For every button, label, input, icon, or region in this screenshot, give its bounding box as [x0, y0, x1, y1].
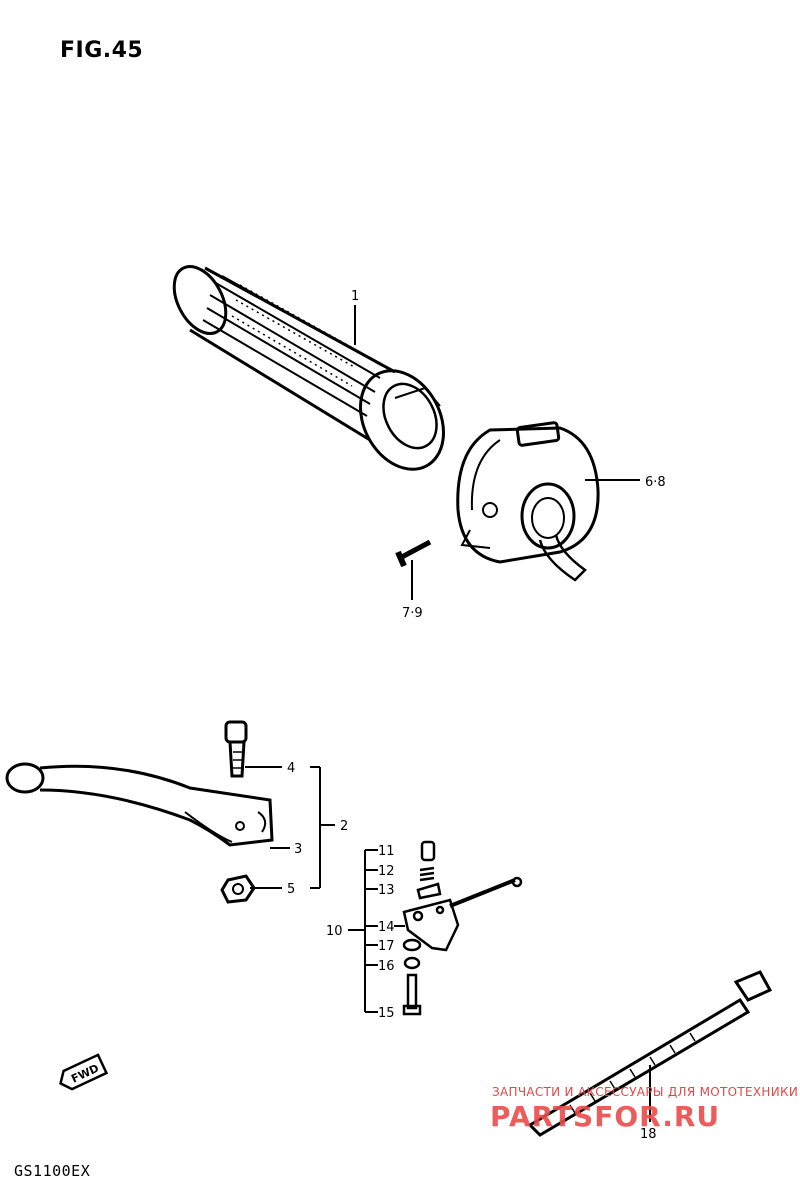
forward-arrow: FWD — [59, 1053, 109, 1091]
callout-1: 1 — [351, 289, 359, 304]
callout-11: 11 — [378, 844, 395, 859]
callout-4: 4 — [287, 761, 295, 776]
model-code: GS1100EX — [14, 1162, 91, 1180]
figure-title: FIG.45 — [60, 38, 144, 63]
callout-16: 16 — [378, 959, 395, 974]
callout-5: 5 — [287, 882, 295, 897]
handlebar-grip — [172, 265, 445, 471]
callout-3: 3 — [294, 842, 302, 857]
housing-screw — [395, 539, 432, 568]
callout-14: 14 — [378, 920, 395, 935]
callout-labels: 1 6·8 7·9 4 2 3 5 11 12 13 10 14 17 16 1… — [287, 289, 666, 1142]
watermark-brand: PARTSFOR.RU — [490, 1100, 721, 1133]
pivot-bolt — [224, 720, 248, 778]
callout-12: 12 — [378, 864, 395, 879]
cable-tie — [527, 970, 773, 1137]
callout-10: 10 — [326, 924, 343, 939]
leader-lines — [245, 305, 651, 1122]
clutch-lever — [5, 762, 274, 847]
callout-17: 17 — [378, 939, 395, 954]
callout-18: 18 — [640, 1127, 657, 1142]
callout-6-8: 6·8 — [645, 475, 666, 490]
callout-7-9: 7·9 — [402, 606, 423, 621]
lever-nut — [220, 874, 256, 904]
cable-adjuster-parts — [402, 840, 523, 1016]
callout-2: 2 — [340, 819, 348, 834]
callout-13: 13 — [378, 883, 395, 898]
switch-housing — [456, 421, 600, 582]
callout-15: 15 — [378, 1006, 395, 1021]
watermark-tagline: ЗАПЧАСТИ И АКСЕССУАРЫ ДЛЯ МОТОТЕХНИКИ — [492, 1085, 799, 1099]
